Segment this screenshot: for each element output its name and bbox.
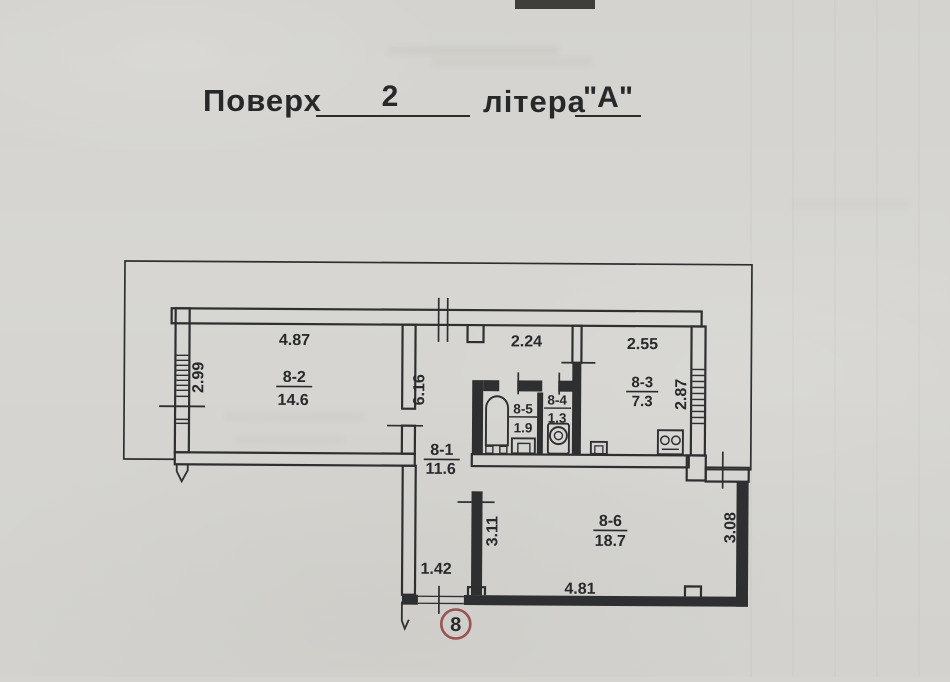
wall-end-arrow xyxy=(177,464,188,481)
bathtub-foot xyxy=(500,446,507,453)
wall-horizontal-main xyxy=(472,454,689,467)
room-8-5-id: 8-5 xyxy=(513,401,533,416)
sink xyxy=(512,438,535,453)
dim-room-8-2-depth: 2.99 xyxy=(190,362,207,393)
stove-burner xyxy=(661,436,669,444)
window-room-8-2 xyxy=(175,355,189,423)
kitchen-cabinet-inner xyxy=(595,446,603,454)
wall-kitchen-right xyxy=(691,326,706,455)
apartment-number-badge: 8 xyxy=(441,609,470,638)
toilet-bowl-inner xyxy=(554,432,562,440)
dim-hallway-top: 2.24 xyxy=(511,333,542,350)
room-8-4-id: 8-4 xyxy=(547,393,567,408)
room-8-2-id: 8-2 xyxy=(283,369,306,386)
wall-top xyxy=(172,308,702,326)
bathtub xyxy=(486,396,508,445)
room-8-3-area: 7.3 xyxy=(632,393,653,410)
bathtub-foot xyxy=(486,446,493,453)
wall-end-arrow xyxy=(402,602,409,629)
hall-niche xyxy=(468,325,484,342)
room-8-4-area: 1.3 xyxy=(548,411,567,426)
dim-room-8-6-bottom: 4.81 xyxy=(564,581,595,598)
dim-entry-width: 1.42 xyxy=(420,561,451,578)
room-8-6-area: 18.7 xyxy=(595,533,626,550)
dim-room-8-2-width: 4.87 xyxy=(279,332,310,349)
room-8-1-area: 11.6 xyxy=(426,461,456,478)
apartment-number: 8 xyxy=(450,614,461,636)
sink-basin xyxy=(518,443,530,453)
dim-kitchen-width: 2.55 xyxy=(627,336,658,353)
wall-hallway-left xyxy=(402,466,416,595)
stove-burner xyxy=(672,436,680,444)
wall-room-8-2-bottom xyxy=(175,452,415,465)
room-8-6-id: 8-6 xyxy=(599,513,622,530)
room-8-5-area: 1.9 xyxy=(514,420,533,435)
room-8-2-area: 14.6 xyxy=(278,392,309,409)
window-kitchen xyxy=(692,369,704,423)
wall-kitchen-left-upper xyxy=(572,326,581,363)
kitchen-cabinet xyxy=(591,442,607,454)
room-8-1-id: 8-1 xyxy=(430,442,453,459)
entrance-opening xyxy=(418,596,464,603)
dim-hallway-length: 6.16 xyxy=(411,374,428,405)
dim-kitchen-depth: 2.87 xyxy=(673,379,690,410)
wall-notch xyxy=(685,586,701,596)
room-8-3-id: 8-3 xyxy=(631,374,653,391)
wall-room-8-2-right-lower xyxy=(402,426,415,454)
dim-room-8-6-left: 3.11 xyxy=(484,516,501,546)
toilet-bowl xyxy=(550,427,567,444)
dim-room-8-6-right: 3.08 xyxy=(722,512,739,543)
